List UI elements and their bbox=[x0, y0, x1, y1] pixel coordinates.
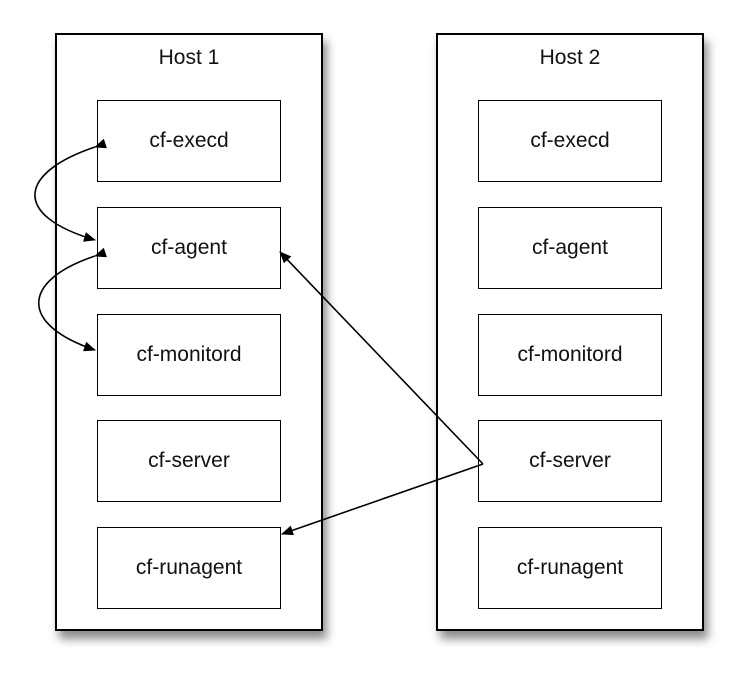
host-2-title: Host 2 bbox=[539, 46, 601, 69]
host-2-cf-runagent: cf-runagent bbox=[478, 527, 662, 609]
host-2-cf-monitord: cf-monitord bbox=[478, 314, 662, 396]
host-2-box: Host 2 cf-execd cf-agent cf-monitord cf-… bbox=[436, 33, 704, 631]
host-1-cf-execd: cf-execd bbox=[97, 100, 281, 182]
host-2-cf-server: cf-server bbox=[478, 420, 662, 502]
host-1-cf-agent: cf-agent bbox=[97, 207, 281, 289]
host-1-cf-runagent: cf-runagent bbox=[97, 527, 281, 609]
host-1-cf-server: cf-server bbox=[97, 420, 281, 502]
host-2-cf-agent: cf-agent bbox=[478, 207, 662, 289]
host-2-cf-execd: cf-execd bbox=[478, 100, 662, 182]
host-1-title: Host 1 bbox=[158, 46, 220, 69]
host-1-cf-monitord: cf-monitord bbox=[97, 314, 281, 396]
host-1-box: Host 1 cf-execd cf-agent cf-monitord cf-… bbox=[55, 33, 323, 631]
